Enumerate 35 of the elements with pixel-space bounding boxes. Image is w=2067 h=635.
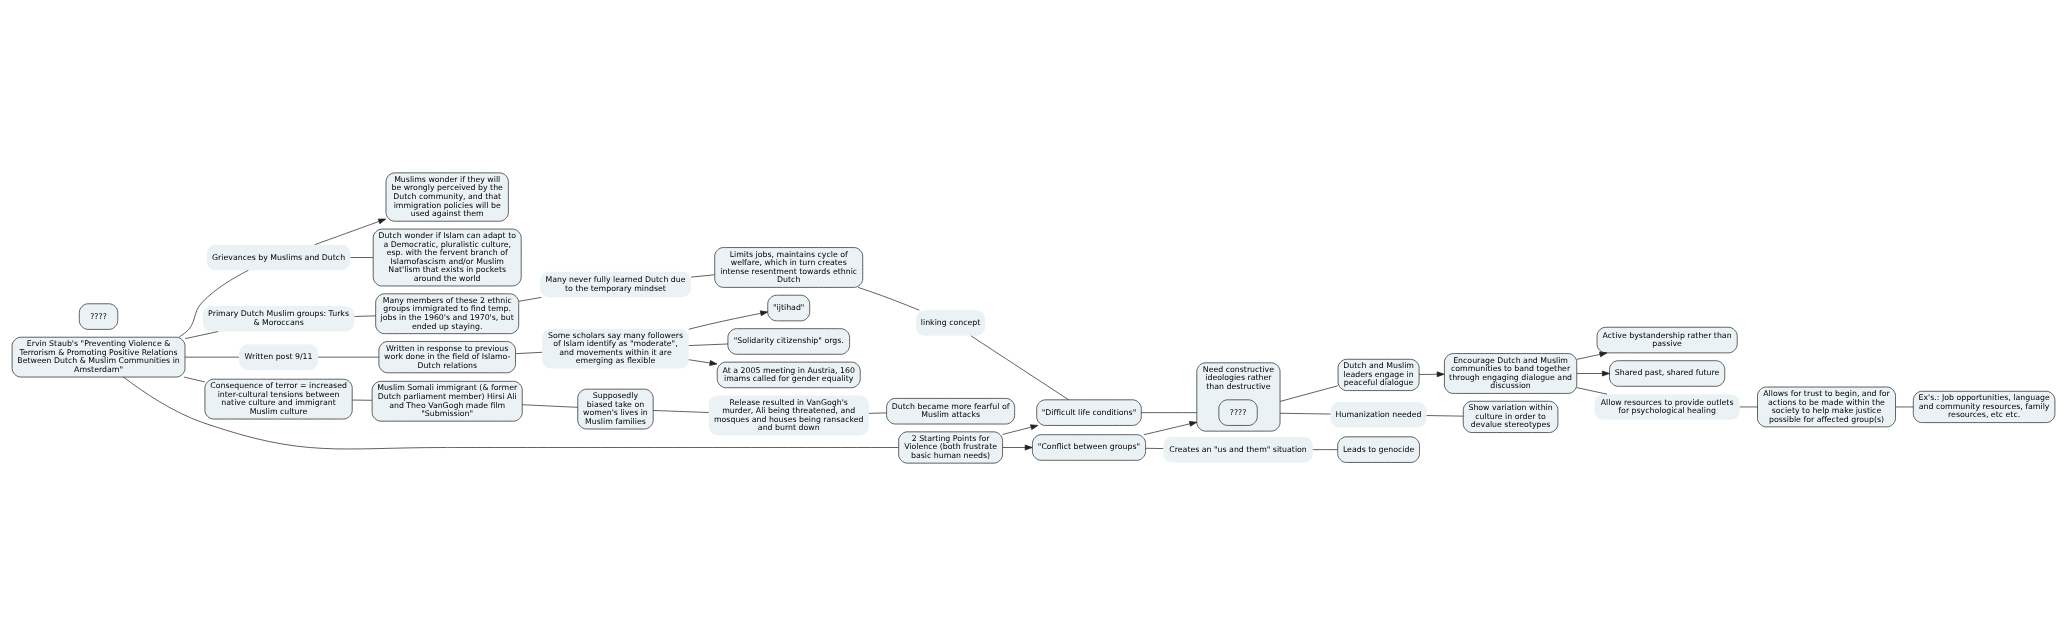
arrow [1143, 420, 1198, 435]
connector [1279, 384, 1339, 402]
connector [1312, 448, 1338, 450]
connector [868, 412, 887, 414]
connector [857, 286, 920, 311]
connector [1426, 414, 1464, 416]
connector [354, 315, 376, 317]
arrow [1002, 423, 1039, 435]
arrow [1576, 351, 1608, 360]
arrow [314, 218, 387, 245]
connector [1576, 386, 1608, 394]
connector [1739, 406, 1758, 407]
connector [1141, 411, 1198, 413]
connector [184, 330, 219, 339]
connector [183, 376, 206, 382]
arrow [688, 358, 718, 366]
connector [515, 351, 543, 354]
connector [1145, 447, 1164, 449]
connector [652, 409, 709, 413]
connector [178, 269, 249, 337]
arrow [1002, 444, 1033, 450]
connector [521, 403, 579, 408]
connector [518, 296, 542, 302]
arrow [688, 310, 769, 330]
connector [317, 356, 380, 357]
connector [690, 273, 715, 277]
arrow [1418, 370, 1445, 377]
connector [184, 356, 240, 357]
connector [688, 343, 729, 346]
connector [350, 256, 374, 258]
arrow [1576, 370, 1610, 376]
connector [1279, 412, 1331, 414]
connector [970, 334, 1070, 400]
connector [352, 399, 373, 401]
connector [1895, 406, 1914, 407]
